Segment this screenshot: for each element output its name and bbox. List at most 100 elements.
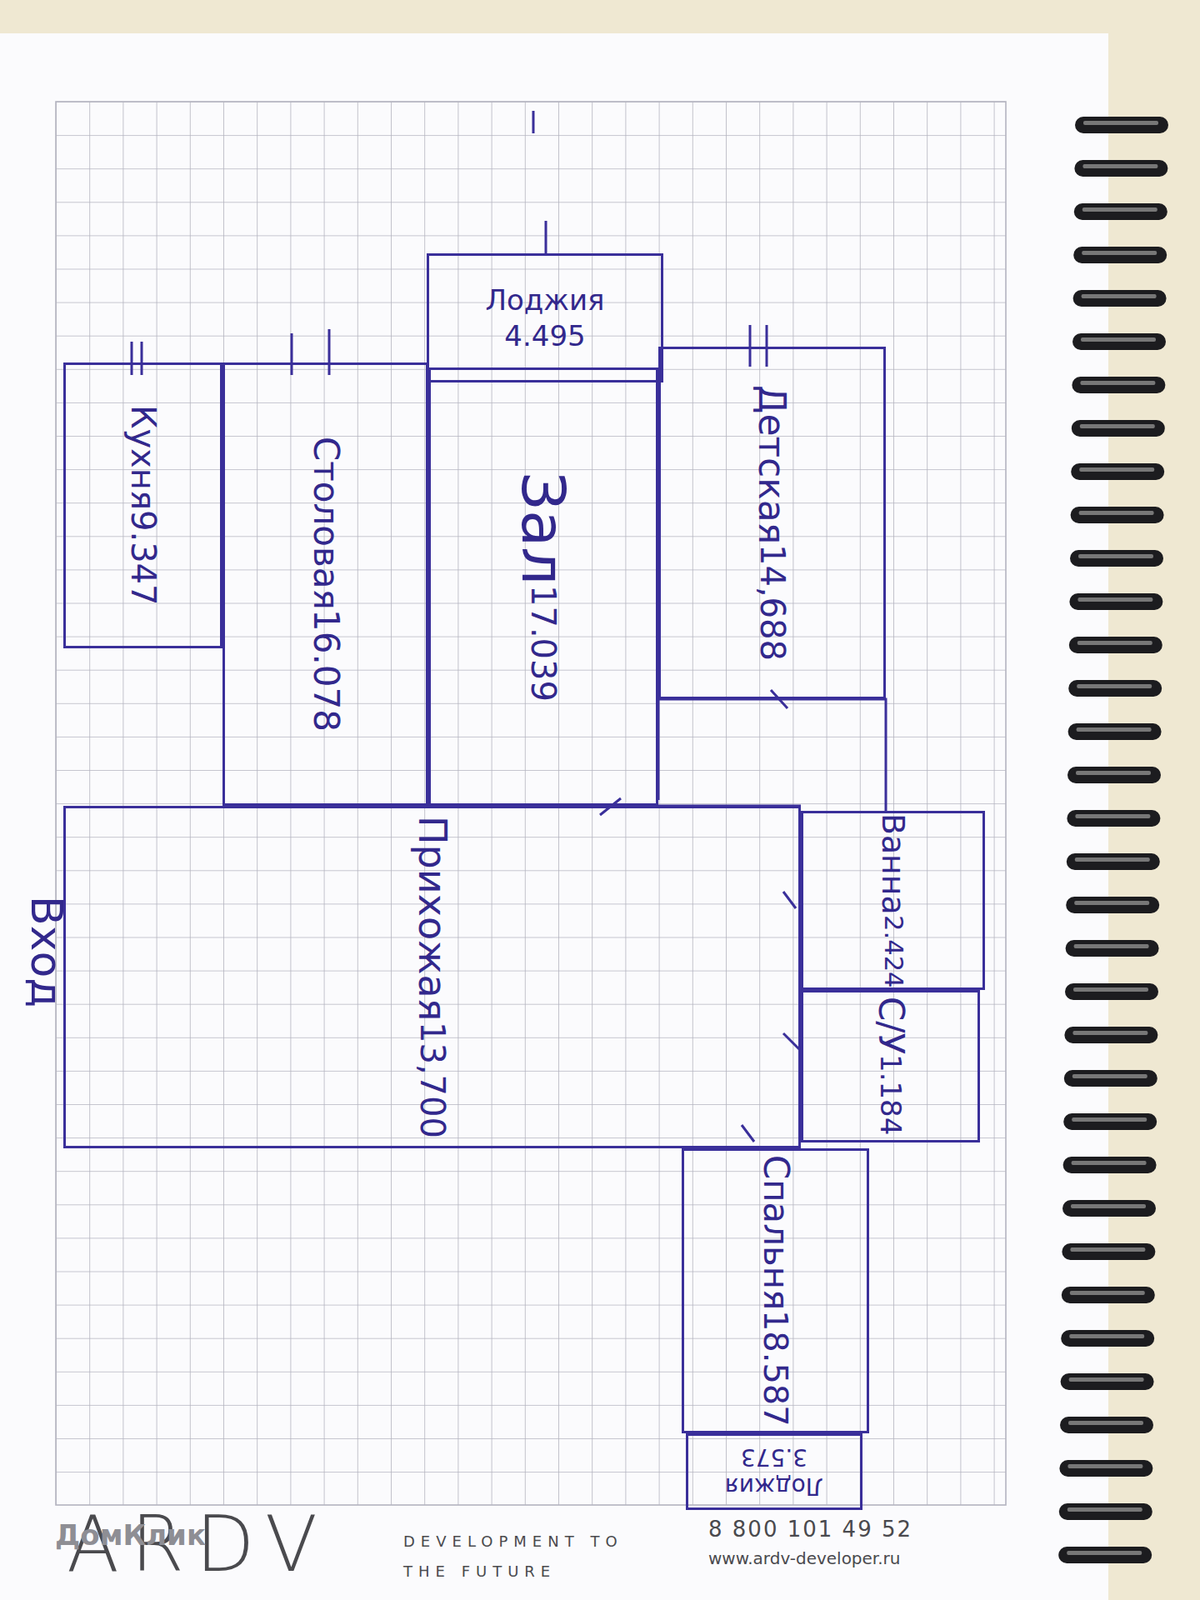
spiral-binding [1058, 116, 1169, 1564]
spiral-ring [1074, 160, 1168, 177]
grid [55, 101, 1006, 1505]
notebook-page [0, 33, 1109, 1600]
spiral-highlight [1076, 684, 1152, 689]
website-url: www.ardv-developer.ru [708, 1548, 901, 1569]
spiral-highlight [1072, 1030, 1148, 1035]
spiral-highlight [1081, 250, 1157, 255]
spiral-highlight [1074, 900, 1150, 905]
spiral-highlight [1075, 814, 1150, 819]
spiral-ring [1064, 1026, 1158, 1044]
spiral-ring [1066, 810, 1160, 827]
spiral-ring [1068, 680, 1162, 697]
room-area: 2.424 [871, 915, 914, 989]
spiral-ring [1071, 376, 1165, 394]
room-box: С/У1.184 [800, 990, 980, 1143]
spiral-highlight [1083, 120, 1159, 125]
room-area: 9.347 [117, 510, 170, 606]
spiral-ring [1059, 1503, 1153, 1520]
spiral-highlight [1067, 1507, 1143, 1512]
room-box: Спальня18.587 [681, 1148, 870, 1434]
room-name: Лоджия [480, 282, 610, 319]
spiral-ring [1063, 1113, 1157, 1130]
spiral-highlight [1074, 944, 1150, 949]
spiral-highlight [1081, 294, 1157, 299]
spiral-highlight [1082, 164, 1158, 169]
spiral-ring [1069, 593, 1163, 610]
spiral-highlight [1069, 1334, 1145, 1339]
spiral-ring [1075, 116, 1169, 134]
room-name: Прихожая [403, 815, 462, 1021]
spiral-ring [1073, 290, 1167, 307]
spiral-ring [1070, 506, 1165, 524]
spiral-ring [1066, 853, 1160, 870]
spiral-ring [1059, 1460, 1153, 1477]
spiral-ring [1061, 1243, 1155, 1260]
spiral-highlight [1077, 597, 1153, 602]
spiral-highlight [1079, 510, 1155, 515]
room-area: 14,688 [746, 544, 799, 661]
spiral-highlight [1072, 1074, 1148, 1079]
room-text-group: Спальня18.587 [748, 1155, 802, 1427]
room-text-group: Ванна2.424 [868, 813, 918, 988]
spiral-highlight [1078, 554, 1154, 559]
brand-slogan: DEVELOPMENT TO THE FUTURE [403, 1526, 662, 1587]
room-box: Кухня9.347 [63, 362, 223, 649]
spiral-highlight [1071, 1117, 1147, 1122]
spiral-ring [1065, 896, 1160, 914]
room-text-group: Прихожая13,700 [403, 815, 462, 1138]
room-name: Столовая [298, 436, 353, 610]
room-text-group: Лоджия3.573 [720, 1442, 829, 1501]
entrance-label: Вход [21, 895, 72, 1008]
spiral-highlight [1079, 467, 1155, 472]
spiral-ring [1073, 246, 1167, 264]
spiral-highlight [1080, 424, 1155, 429]
spiral-highlight [1080, 380, 1155, 385]
spiral-ring [1072, 333, 1166, 350]
spiral-ring [1071, 420, 1165, 437]
spiral-ring [1060, 1416, 1154, 1434]
spiral-highlight [1068, 1420, 1144, 1425]
room-name: Лоджия [720, 1471, 829, 1501]
spiral-highlight [1073, 987, 1149, 992]
room-area: 16.078 [298, 609, 353, 732]
room-name: Кухня [117, 405, 170, 510]
room-text-group: Лоджия4.495 [480, 282, 610, 354]
spiral-ring [1065, 940, 1160, 957]
room-area: 13,700 [406, 1021, 459, 1139]
spiral-ring [1061, 1286, 1155, 1304]
spiral-highlight [1067, 1464, 1143, 1469]
room-name: Зал [500, 471, 586, 585]
spiral-ring [1069, 636, 1163, 654]
spiral-ring [1068, 723, 1162, 740]
room-area: 1.184 [867, 1054, 914, 1135]
spiral-ring [1062, 1200, 1156, 1217]
spiral-highlight [1070, 1204, 1146, 1209]
spiral-ring [1070, 463, 1165, 480]
room-text-group: С/У1.184 [863, 996, 918, 1135]
room-box: Зал17.039 [428, 367, 659, 806]
spiral-highlight [1069, 1377, 1145, 1382]
room-box: Лоджия3.573 [685, 1433, 863, 1510]
room-box: Детская14,688 [658, 346, 886, 700]
spiral-ring [1065, 983, 1159, 1000]
room-text-group: Зал17.039 [500, 471, 586, 702]
spiral-ring [1070, 550, 1164, 567]
room-name: С/У [863, 996, 918, 1055]
room-area: 18.587 [750, 1310, 802, 1427]
spiral-ring [1074, 203, 1168, 220]
spiral-ring [1064, 1070, 1158, 1087]
spiral-highlight [1075, 857, 1150, 862]
spiral-highlight [1077, 640, 1153, 645]
room-area: 17.039 [517, 585, 570, 702]
spiral-ring [1060, 1330, 1155, 1347]
room-box: Лоджия4.495 [426, 253, 664, 383]
spiral-ring [1058, 1546, 1152, 1564]
room-box: Столовая16.078 [222, 362, 429, 806]
spiral-highlight [1075, 770, 1151, 775]
spiral-highlight [1076, 727, 1152, 732]
room-area: 4.495 [499, 318, 590, 355]
spiral-ring [1063, 1156, 1157, 1174]
room-name: Спальня [748, 1155, 802, 1310]
